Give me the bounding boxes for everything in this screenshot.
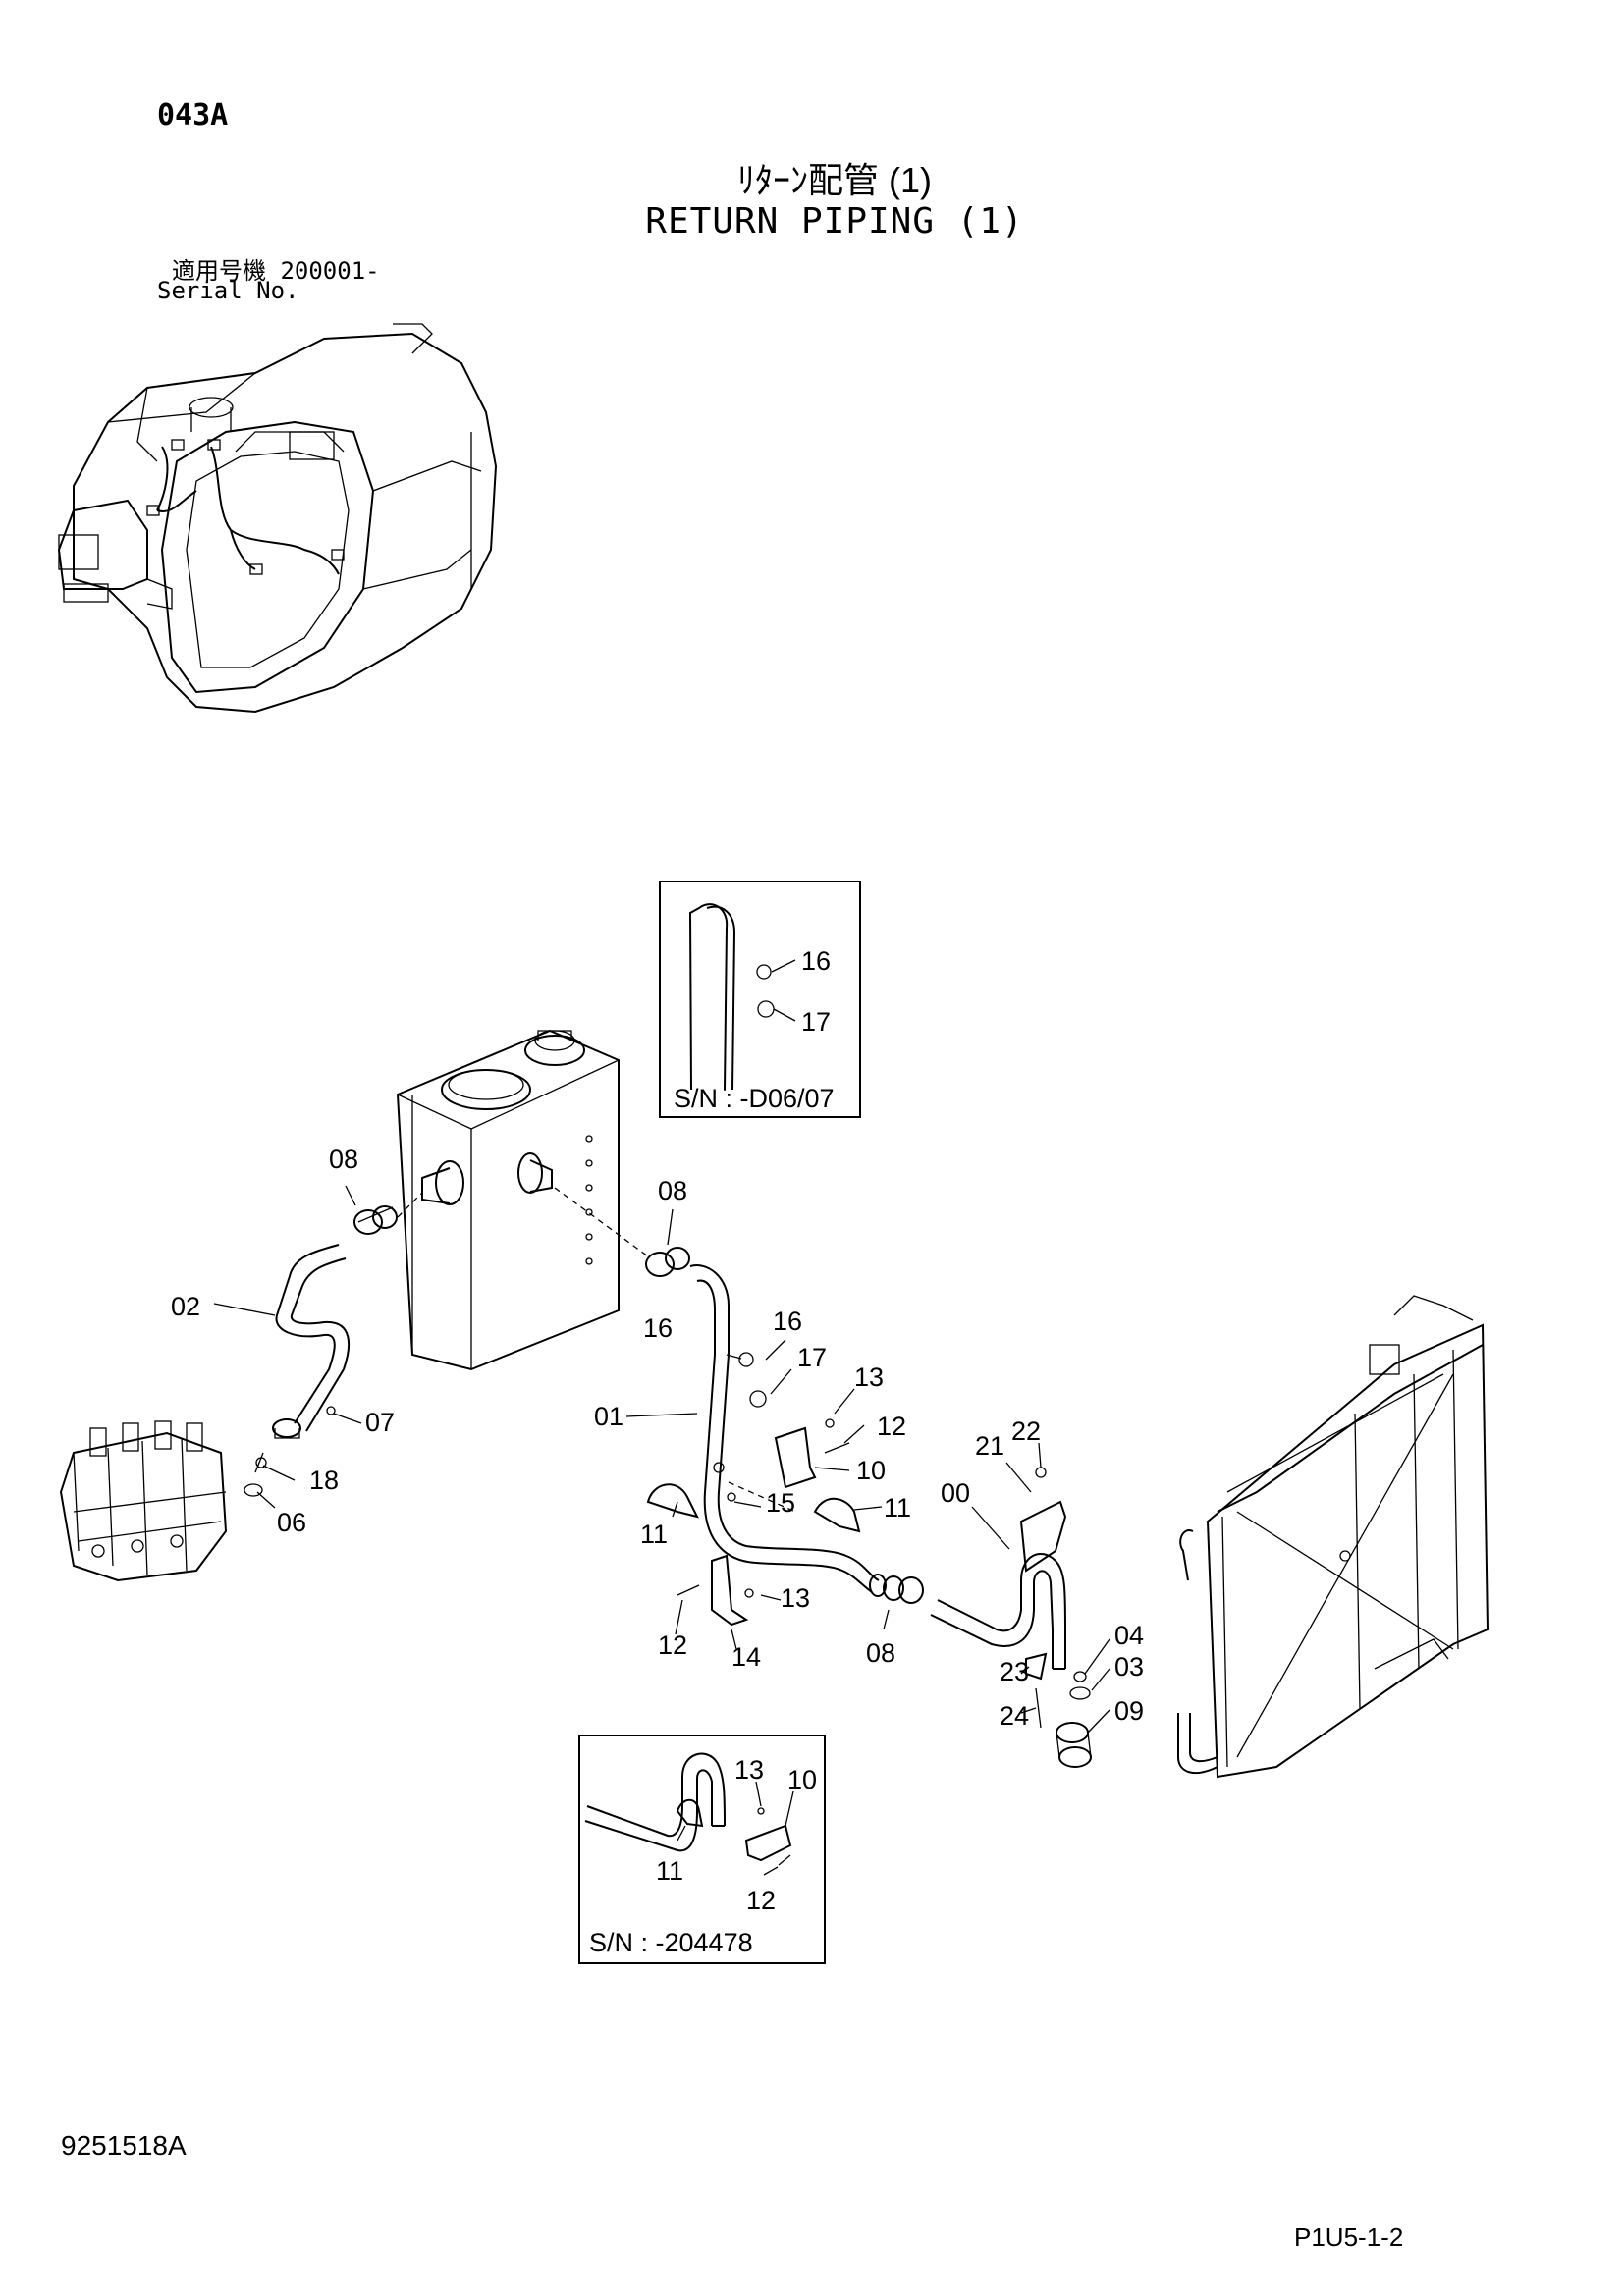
inset-top (659, 881, 861, 1118)
pipe-01 (689, 1264, 887, 1597)
hose-band-08-lower (883, 1575, 924, 1604)
inset-top-serial: S/N : -D06/07 (674, 1084, 835, 1113)
inset-top-callout-16: 16 (801, 946, 831, 976)
callout-22: 22 (1011, 1416, 1041, 1446)
machine-overview-illustration (57, 323, 498, 714)
bracket-21 (1019, 1500, 1067, 1573)
callout-leaders (213, 1185, 1110, 1876)
callout-08-c: 08 (866, 1638, 895, 1668)
callout-11-b: 11 (884, 1493, 911, 1522)
leader-dash-08b (554, 1187, 649, 1257)
serial-label-english: Serial No. (157, 277, 299, 304)
pipe-02 (244, 1244, 351, 1497)
inset-bottom-callout-10: 10 (787, 1765, 817, 1794)
callout-18: 18 (309, 1466, 339, 1495)
fitting-04 (1073, 1671, 1087, 1682)
hose-band-09 (1056, 1722, 1092, 1768)
title-japanese: ﾘﾀｰﾝ配管 (1) (736, 160, 932, 200)
callout-11-a: 11 (640, 1520, 668, 1549)
callout-12-a: 12 (877, 1412, 906, 1441)
leader-dash-08a (397, 1192, 423, 1218)
callout-16-b: 16 (773, 1307, 802, 1336)
callout-04: 04 (1114, 1621, 1144, 1650)
bolt-13-upper (825, 1418, 835, 1428)
bracket-14 (711, 1554, 749, 1627)
bolt-12-lower (677, 1584, 700, 1596)
callout-10: 10 (856, 1456, 886, 1485)
inset-bottom-serial: S/N : -204478 (589, 1928, 753, 1957)
bolt-22 (1035, 1467, 1047, 1478)
callout-09: 09 (1114, 1696, 1144, 1726)
serial-label-japanese: 適用号機 200001- (172, 257, 380, 285)
bolt-12-upper (824, 1442, 850, 1454)
callout-23: 23 (1000, 1657, 1029, 1686)
callout-08-b: 08 (658, 1176, 687, 1205)
hydraulic-tank (396, 1029, 620, 1371)
callout-02: 02 (171, 1292, 200, 1321)
inset-top-callout-17: 17 (801, 1007, 831, 1037)
pipe-00 (930, 1552, 1066, 1670)
callout-12-b: 12 (658, 1630, 687, 1660)
inset-bottom-callout-11: 11 (656, 1856, 683, 1886)
title-english: RETURN PIPING (1) (645, 201, 1024, 241)
inset-bottom (578, 1735, 826, 1964)
bolt-24 (1035, 1687, 1042, 1729)
callout-03: 03 (1114, 1652, 1144, 1682)
bracket-10 (774, 1426, 817, 1489)
clamp-11-left (646, 1483, 699, 1519)
callout-06: 06 (277, 1508, 306, 1537)
callout-21: 21 (975, 1431, 1004, 1461)
inset-bottom-callout-13: 13 (734, 1755, 764, 1785)
hose-band-08-upper-right (645, 1247, 690, 1277)
oil-cooler-radiator (1177, 1295, 1489, 1779)
callout-13-a: 13 (854, 1362, 884, 1392)
clamp-11-right (813, 1497, 861, 1533)
callout-13-b: 13 (781, 1583, 810, 1613)
control-valve (59, 1420, 228, 1582)
callout-16-a: 16 (643, 1313, 673, 1343)
page-reference: P1U5-1-2 (1294, 2222, 1404, 2252)
bolt-13-lower (744, 1588, 754, 1598)
callout-labels: 08 08 02 07 18 06 16 16 17 13 12 01 10 1… (171, 946, 1144, 1957)
callout-24: 24 (1000, 1701, 1029, 1731)
callout-14: 14 (731, 1642, 761, 1672)
callout-15: 15 (766, 1488, 795, 1518)
callout-17: 17 (797, 1343, 827, 1372)
o-ring-03 (1069, 1686, 1091, 1700)
page-code: 043A (157, 98, 229, 133)
hose-band-08-upper-left (353, 1205, 398, 1235)
inset-bottom-callout-12: 12 (746, 1886, 776, 1915)
callout-08-a: 08 (329, 1145, 358, 1174)
callout-01: 01 (594, 1402, 623, 1431)
callout-00: 00 (941, 1478, 970, 1508)
document-number: 9251518A (61, 2130, 187, 2161)
callout-07: 07 (365, 1408, 395, 1437)
